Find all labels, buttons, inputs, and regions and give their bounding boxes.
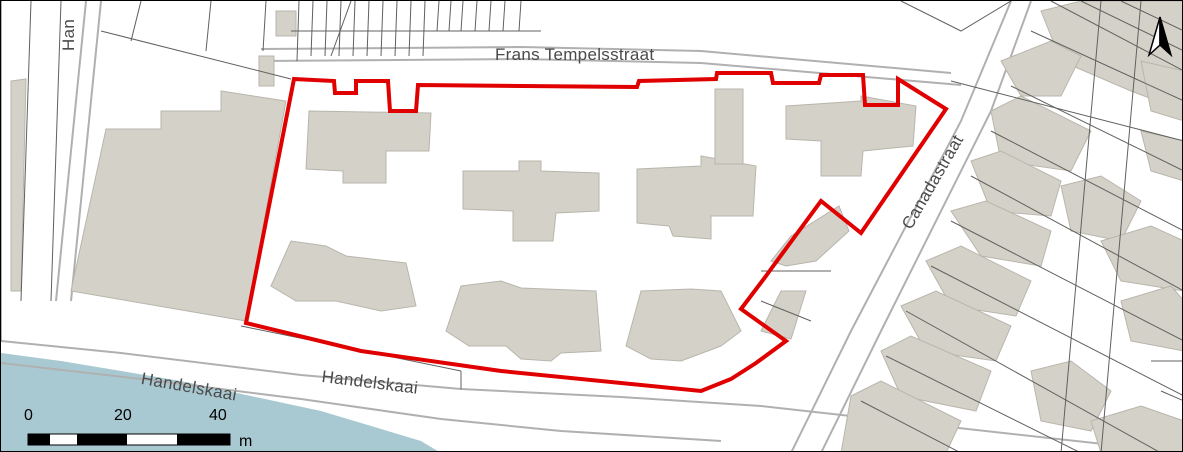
scale-bar xyxy=(27,433,231,446)
water-area xyxy=(1,353,438,451)
scale-tick-20: 20 xyxy=(114,407,132,424)
scale-tick-40: 40 xyxy=(209,407,227,424)
north-arrow-icon xyxy=(1147,16,1173,57)
scale-tick-0: 0 xyxy=(24,407,33,424)
scale-unit: m xyxy=(239,433,253,450)
street-label-partial-left: Han xyxy=(59,18,78,51)
buildings xyxy=(10,1,1182,451)
project-boundary[interactable] xyxy=(243,71,949,394)
street-label-frans-tempelsstraat: Frans Tempelsstraat xyxy=(495,45,655,64)
